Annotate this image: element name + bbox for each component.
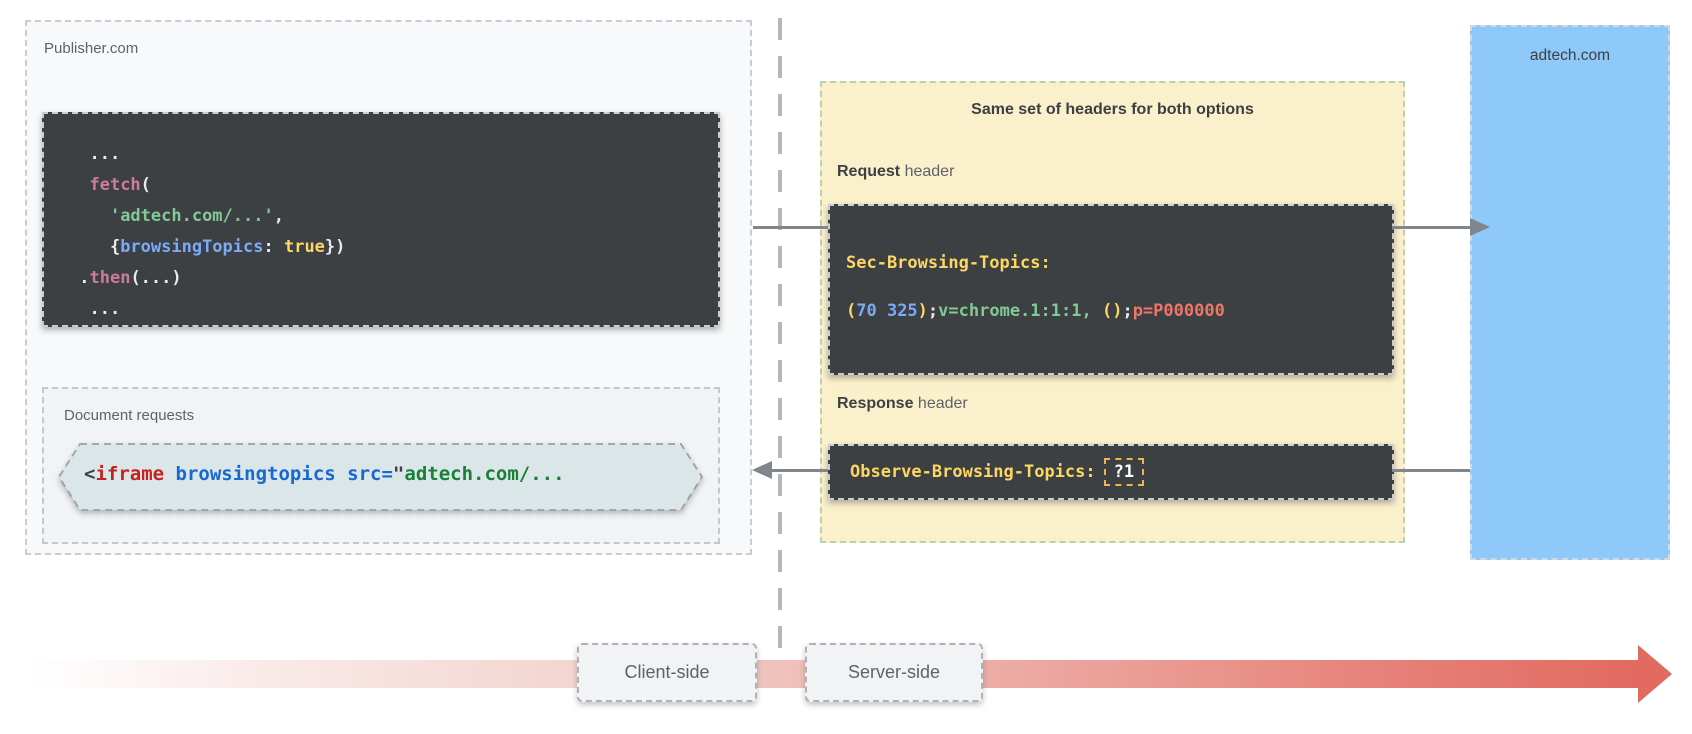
- spacer: [846, 278, 1392, 296]
- request-connector-left-line: [753, 226, 828, 229]
- server-side-label: Server-side: [847, 662, 941, 682]
- document-requests-box: Document requests <iframe browsingtopics…: [42, 387, 720, 544]
- response-header-label-bold: Response: [837, 395, 914, 412]
- response-header-label-rest: header: [913, 395, 968, 412]
- request-header-block: Sec-Browsing-Topics: (70 325);v=chrome.1…: [828, 204, 1394, 375]
- client-server-divider: [778, 18, 782, 648]
- fetch-code-block: ... fetch( 'adtech.com/...', {browsingTo…: [42, 112, 720, 327]
- fetch-code-line: .then(...): [69, 268, 182, 288]
- request-header-label: Request header: [837, 163, 954, 181]
- response-header-label: Response header: [837, 395, 968, 413]
- request-header-label-bold: Request: [837, 163, 901, 180]
- iframe-hexagon-shape: [57, 443, 704, 511]
- document-requests-label: Document requests: [64, 407, 195, 424]
- adtech-box: adtech.com: [1470, 25, 1670, 560]
- fetch-code-line: ...: [69, 144, 121, 164]
- fetch-code-line: 'adtech.com/...',: [109, 206, 284, 226]
- fetch-code-line: ...: [69, 299, 121, 319]
- publisher-label: Publisher.com: [44, 40, 139, 57]
- request-header-name: Sec-Browsing-Topics:: [846, 253, 1051, 273]
- server-side-box: Server-side: [805, 643, 983, 702]
- request-connector-right-line: [1392, 226, 1472, 229]
- fetch-code-line: fetch(: [89, 175, 151, 195]
- response-connector-left-line: [770, 469, 828, 472]
- fetch-code-line: {browsingTopics: true}): [69, 237, 346, 257]
- response-header-value-chip: ?1: [1103, 458, 1145, 486]
- client-side-box: Client-side: [577, 643, 757, 702]
- response-arrowhead-left-icon: [752, 461, 772, 479]
- client-side-label: Client-side: [624, 662, 710, 682]
- response-header-block: Observe-Browsing-Topics: ?1: [828, 444, 1394, 500]
- request-header-label-rest: header: [900, 163, 955, 180]
- iframe-code-line: <iframe browsingtopics src="adtech.com/.…: [84, 463, 565, 485]
- response-connector-right-line: [1392, 469, 1470, 472]
- timeline-arrowhead-icon: [1638, 645, 1672, 703]
- headers-panel-title: Same set of headers for both options: [971, 101, 1254, 118]
- publisher-box: Publisher.com ... fetch( 'adtech.com/...…: [25, 20, 752, 555]
- request-header-value: (70 325);v=chrome.1:1:1, ();p=P000000: [846, 301, 1225, 321]
- headers-panel: Same set of headers for both options Req…: [820, 81, 1405, 543]
- response-header-name: Observe-Browsing-Topics:: [850, 462, 1096, 482]
- adtech-label: adtech.com: [1529, 47, 1611, 64]
- request-arrowhead-right-icon: [1470, 218, 1490, 236]
